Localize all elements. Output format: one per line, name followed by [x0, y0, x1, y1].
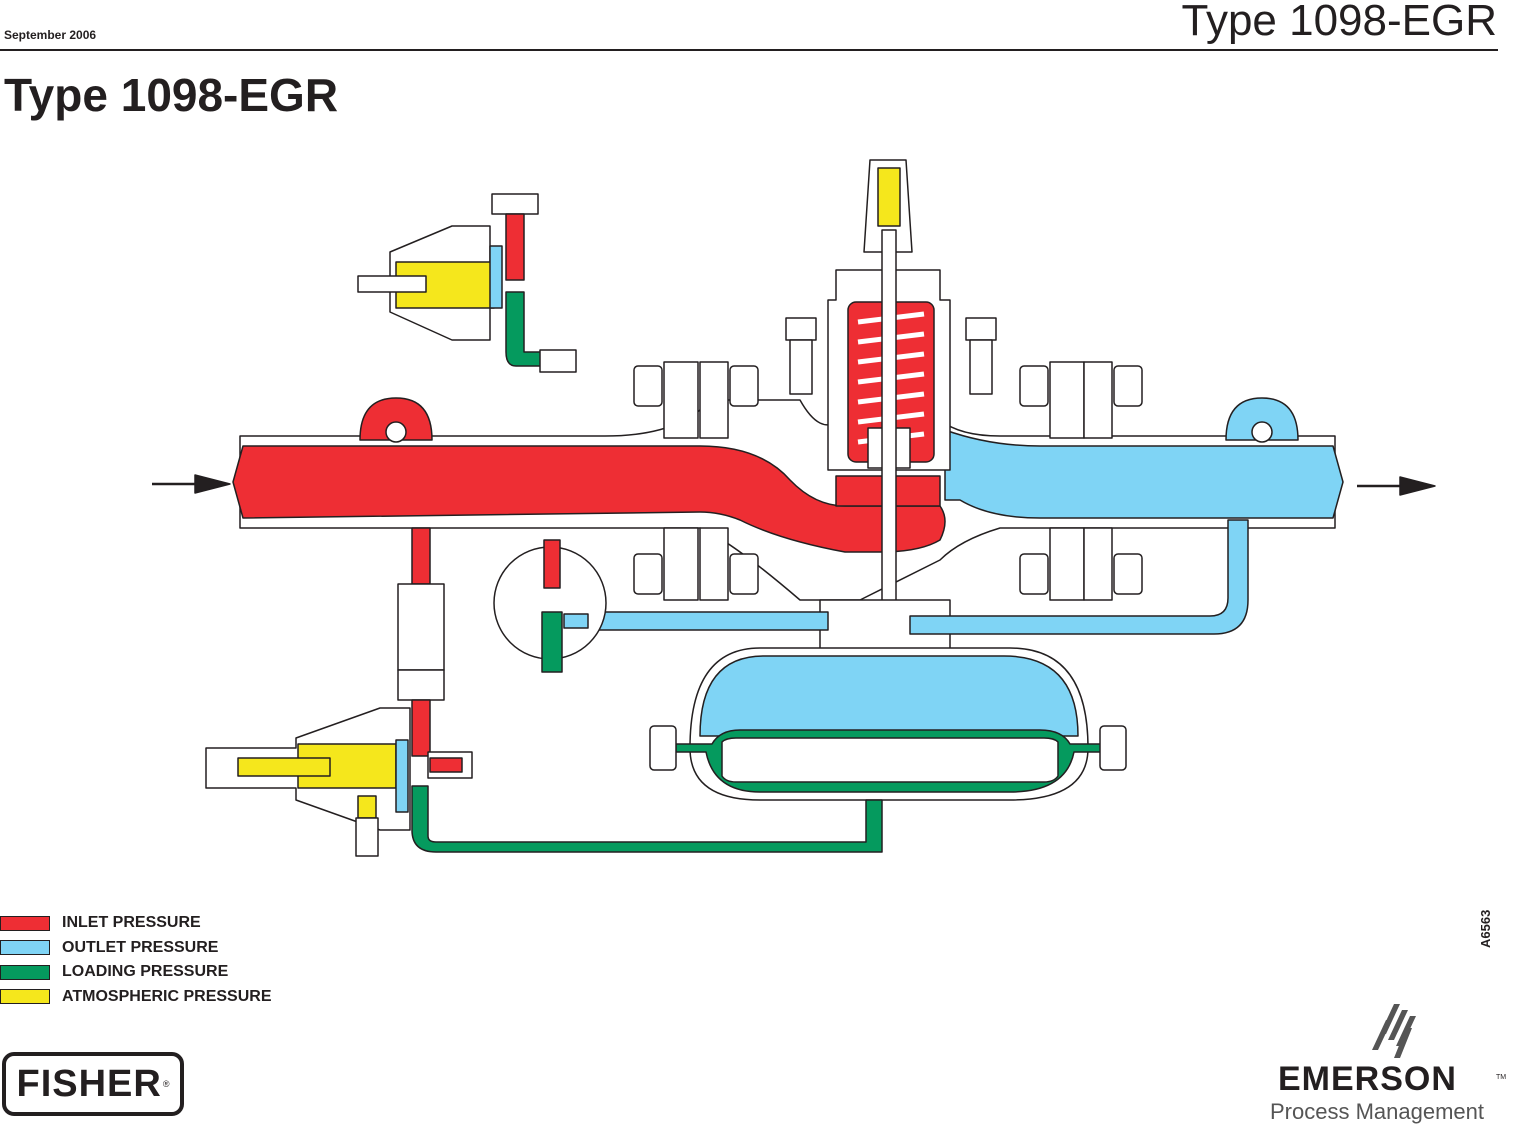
fisher-logo-text: FISHER [16, 1062, 162, 1105]
top-cap-vent [877, 167, 901, 227]
legend-swatch-inlet [0, 915, 50, 931]
legend-label: LOADING PRESSURE [62, 963, 229, 981]
loading-pressure-line [411, 785, 883, 853]
emerson-logo-icon [1372, 1004, 1416, 1058]
legend-label: ATMOSPHERIC PRESSURE [62, 987, 272, 1005]
inlet-flange-inner-bottom [699, 527, 729, 601]
bonnet-bolts [785, 317, 997, 395]
lower-pilot-vent [357, 795, 377, 819]
legend-swatch-atmospheric [0, 989, 50, 1005]
detail-loading-port [541, 611, 563, 673]
trademark-mark: TM [1496, 1074, 1507, 1081]
actuator-casing-bolts [649, 725, 1127, 771]
pressure-legend: INLET PRESSURE OUTLET PRESSURE LOADING P… [0, 911, 272, 1009]
legend-swatch-loading [0, 964, 50, 980]
upper-pilot-inlet [505, 213, 525, 281]
detail-outlet-port [563, 613, 589, 629]
actuator-upper-chamber [699, 655, 1079, 737]
outlet-flange-bottom [1049, 527, 1085, 601]
outlet-sense-line [909, 519, 1249, 635]
drawing-code: A6563 [1478, 909, 1493, 948]
inlet-supply-line-lower [411, 699, 431, 757]
legend-item-inlet: INLET PRESSURE [0, 911, 272, 936]
outlet-flow-arrow [1357, 476, 1436, 496]
fisher-logo: FISHER® [2, 1052, 184, 1116]
upper-pilot-loading-fitting [539, 349, 577, 373]
upper-pilot-diaphragm-outlet [489, 245, 503, 309]
legend-item-outlet: OUTLET PRESSURE [0, 936, 272, 961]
outlet-pressure-zone [944, 429, 1344, 519]
outlet-sense-line-pilot [583, 611, 829, 631]
inlet-supply-line [411, 527, 431, 585]
actuator-diaphragm-plate [721, 737, 1059, 783]
upper-pilot-adjusting-screw [357, 275, 427, 293]
restrictor-fitting-lower [397, 669, 445, 701]
legend-item-atmospheric: ATMOSPHERIC PRESSURE [0, 985, 272, 1010]
detail-inlet-port [543, 539, 561, 589]
emerson-logo-text: EMERSON [1278, 1060, 1457, 1098]
outlet-flange-inner-bottom [1083, 527, 1113, 601]
inlet-flange-inner-top [699, 361, 729, 439]
header-date: September 2006 [4, 28, 97, 42]
outlet-flange-top [1049, 361, 1085, 439]
header-divider [0, 49, 1498, 51]
lower-pilot-adjusting-screw [237, 757, 331, 777]
legend-label: INLET PRESSURE [62, 914, 201, 932]
inlet-pressure-zone [232, 445, 946, 553]
flange-nuts [633, 365, 1143, 595]
outlet-lift-loop [1225, 397, 1299, 441]
inlet-flange-bottom [663, 527, 699, 601]
lower-pilot-spring-case [297, 743, 397, 789]
lower-pilot-inlet-screen [429, 757, 463, 773]
legend-label: OUTLET PRESSURE [62, 938, 219, 956]
restrictor-fitting [397, 583, 445, 671]
lower-pilot-diaphragm-outlet [395, 739, 409, 813]
emerson-logo-subtext: Process Management [1270, 1099, 1484, 1124]
legend-item-loading: LOADING PRESSURE [0, 960, 272, 985]
inlet-lift-loop [359, 397, 433, 441]
header-type-label: Type 1098-EGR [1181, 0, 1498, 45]
page-title: Type 1098-EGR [4, 69, 339, 121]
registered-mark: ® [162, 1079, 170, 1089]
emerson-logo: EMERSON TM Process Management [1270, 1000, 1510, 1126]
inlet-flange-top [663, 361, 699, 439]
inlet-flow-arrow [152, 474, 231, 494]
lower-pilot-vent-fitting [355, 817, 379, 857]
upper-pilot-cap [491, 193, 539, 215]
legend-swatch-outlet [0, 940, 50, 956]
outlet-flange-inner-top [1083, 361, 1113, 439]
